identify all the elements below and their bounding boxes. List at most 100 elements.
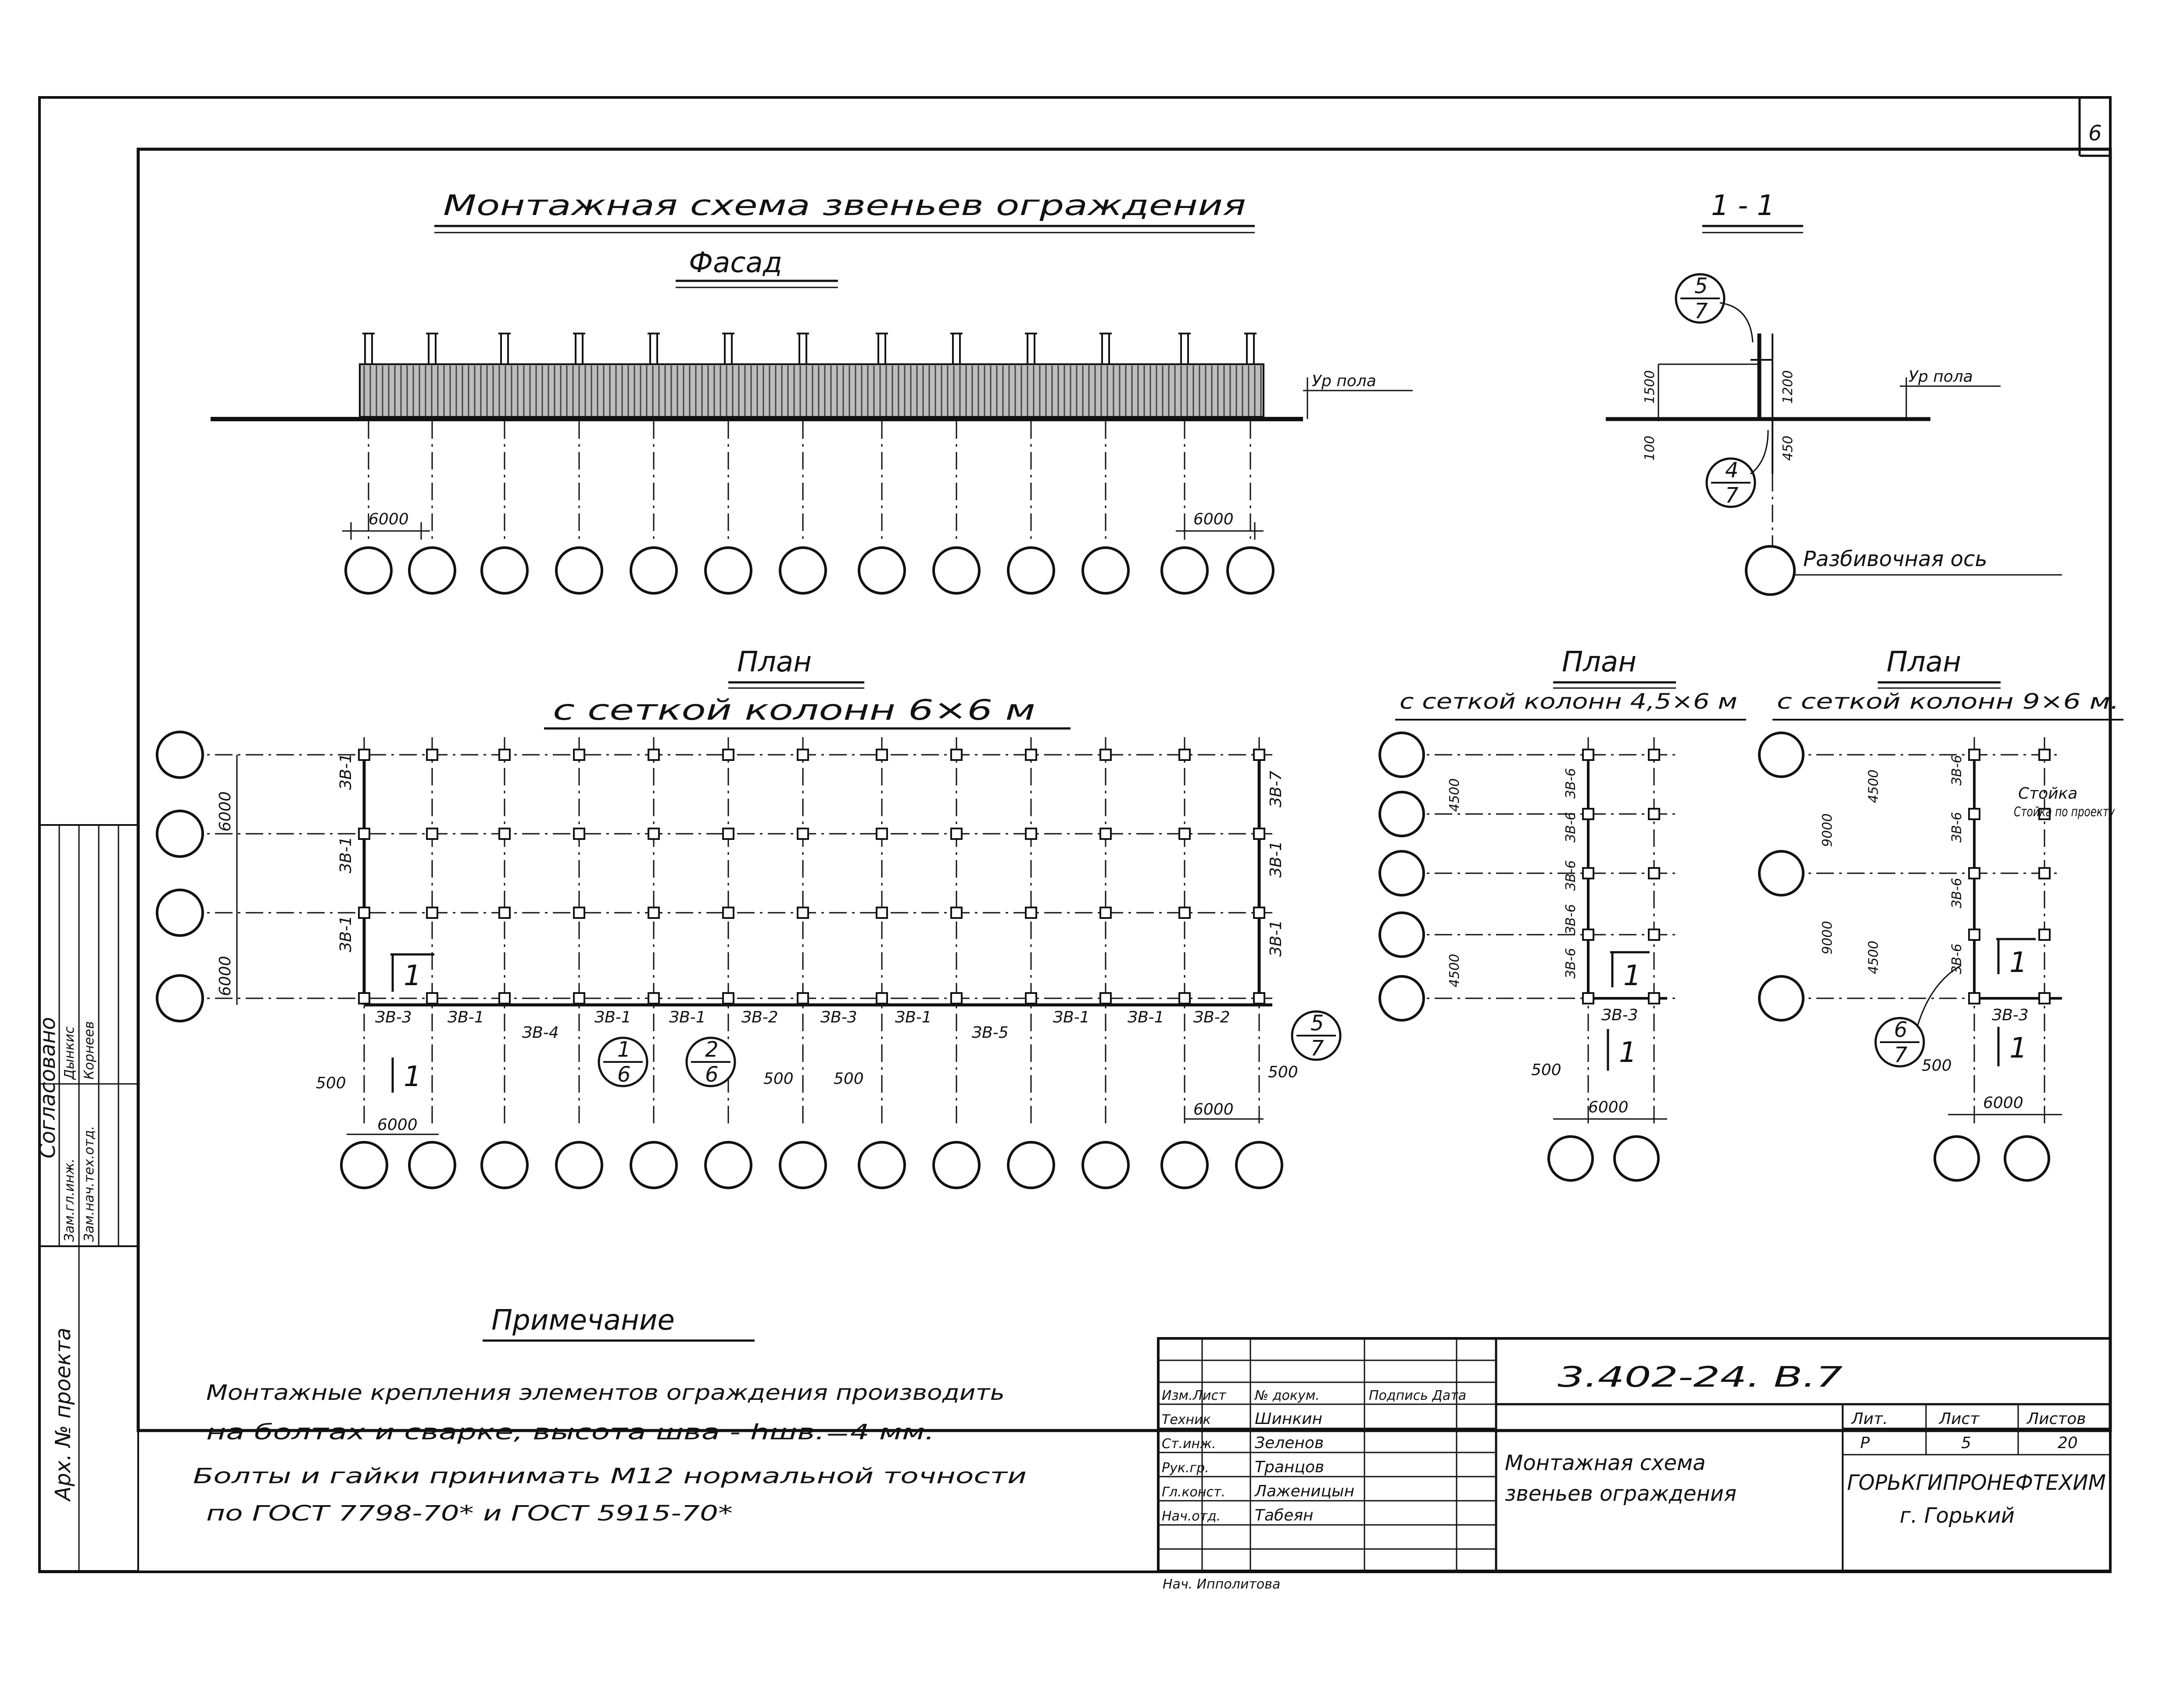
facade-post	[498, 333, 511, 364]
plan-b-title: План	[1562, 646, 1636, 678]
tb-org-1: ГОРЬКГИПРОНЕФТЕХИМ	[1847, 1470, 2106, 1495]
facade-post	[426, 333, 438, 364]
tb-staff-role: Гл.конст.	[1162, 1485, 1225, 1500]
tb-drawing-name-1: Монтажная схема	[1505, 1451, 1706, 1475]
facade-axis-circle	[480, 546, 529, 595]
plan-c-label: ЗВ-6	[1949, 878, 1965, 908]
column-mark	[1025, 907, 1037, 919]
column-mark	[498, 992, 511, 1004]
plan-c-col-circle	[2004, 1135, 2050, 1182]
plan-main-d6000a: 6000	[377, 1116, 418, 1134]
plan-main-right-label: ЗВ-1	[1267, 841, 1285, 878]
column-mark	[648, 907, 660, 919]
column-mark	[1099, 907, 1112, 919]
plan-c-callout-num: 6	[1894, 1018, 1908, 1042]
plan-b-bottom: ЗВ-3	[1601, 1006, 1638, 1024]
plan-main-dim-left-1: 6000	[216, 791, 234, 832]
plan-b-dim-1: 4500	[1447, 778, 1462, 812]
tb-stage: Р	[1860, 1434, 1870, 1452]
plan-c-title: План	[1887, 646, 1961, 678]
plan-main-bottom-label: ЗВ-1	[895, 1008, 932, 1026]
column-mark	[498, 828, 511, 840]
plan-main-bottom-label: ЗВ-4	[522, 1024, 559, 1042]
notes-block: Примечание Монтажные крепления элементов…	[193, 1304, 1027, 1526]
plan-b-mark-2: 1	[1619, 1036, 1637, 1069]
column-mark	[950, 749, 963, 761]
plan-main-col-circle	[1235, 1141, 1283, 1189]
column-mark	[1582, 929, 1594, 941]
column-mark	[573, 907, 585, 919]
plan-main-d500d: 500	[1268, 1063, 1298, 1081]
plan-c-row-circle	[1758, 732, 1804, 778]
column-mark	[1968, 808, 1980, 820]
column-mark	[1582, 867, 1594, 879]
column-mark	[722, 907, 734, 919]
plan-c-callout-den: 7	[1894, 1043, 1908, 1067]
column-mark	[426, 907, 438, 919]
column-mark	[648, 992, 660, 1004]
plan-main-col-circle	[408, 1141, 456, 1189]
plan-c-d500: 500	[1922, 1057, 1952, 1075]
tb-sheet-label: Лист	[1938, 1410, 1980, 1428]
section-dim-d: 100	[1642, 436, 1658, 461]
column-mark	[1253, 828, 1265, 840]
facade-axis-circle	[704, 546, 752, 595]
column-mark	[1253, 907, 1265, 919]
facade-axis-circle	[932, 546, 981, 595]
tb-staff-name: Табеян	[1255, 1506, 1314, 1524]
tb-staff-role: Рук.гр.	[1162, 1460, 1209, 1476]
plan-main-col-circle	[932, 1141, 981, 1189]
facade-post	[722, 333, 734, 364]
callout-den: 7	[1310, 1036, 1324, 1061]
plan-main-col-circle	[1081, 1141, 1130, 1189]
column-mark	[1025, 828, 1037, 840]
plan-b-label: ЗВ-6	[1563, 812, 1579, 843]
tb-staff-role: Техник	[1162, 1412, 1211, 1427]
column-mark	[1968, 929, 1980, 941]
column-mark	[2038, 749, 2051, 761]
plan-c-dim-3: 4500	[1866, 770, 1881, 803]
column-mark	[1968, 867, 1980, 879]
plan-main-dim-left-2: 6000	[216, 956, 234, 996]
facade-post	[1025, 333, 1037, 364]
plan-c-dim-2: 9000	[1820, 921, 1835, 954]
column-mark	[1968, 992, 1980, 1004]
column-mark	[876, 907, 888, 919]
facade-axis-circle	[1081, 546, 1130, 595]
plan-c-mark: 1	[2009, 947, 2027, 979]
corner-sheet-number: 6	[2088, 121, 2102, 146]
facade-post	[573, 333, 585, 364]
outer-frame	[38, 96, 2112, 1573]
column-mark	[1582, 749, 1594, 761]
plan-c-col-circle	[1933, 1135, 1980, 1182]
column-mark	[1025, 749, 1037, 761]
column-mark	[573, 992, 585, 1004]
plan-main-bottom-label: ЗВ-1	[594, 1008, 631, 1026]
column-mark	[722, 992, 734, 1004]
plan-b-subtitle: с сеткой колонн 4,5×6 м	[1400, 689, 1737, 714]
column-mark	[797, 907, 809, 919]
tb-drawing-name-2: звеньев ограждения	[1505, 1481, 1736, 1506]
plan-c-note-1: Стойка	[2018, 785, 2077, 803]
column-mark	[498, 749, 511, 761]
plan-b-d6000: 6000	[1588, 1098, 1629, 1116]
plan-c-dim-1: 9000	[1820, 814, 1835, 847]
section-dim-b: 1200	[1780, 370, 1796, 404]
plan-b-row-circle	[1378, 732, 1425, 778]
title-block: 3.402-24. В.7 Монтажная схема звеньев ог…	[1157, 1337, 2112, 1592]
facade-axis-circle	[555, 546, 603, 595]
stamp-header: Согласовано	[36, 1017, 60, 1158]
tb-org-2: г. Горький	[1900, 1503, 2015, 1528]
facade-post	[876, 333, 888, 364]
column-mark	[1178, 992, 1191, 1004]
plan-b-grid: ЗВ-6ЗВ-6ЗВ-6ЗВ-6ЗВ-6 4500 4500 ЗВ-3 1 1 …	[1378, 732, 1676, 1182]
tb-staff-name: Лаженицын	[1254, 1482, 1354, 1500]
stamp-role-1: Зам.гл.инж.	[62, 1158, 77, 1242]
column-mark	[1253, 992, 1265, 1004]
tb-staff-name: Зеленов	[1255, 1434, 1324, 1452]
plan-main-col-circle	[779, 1141, 827, 1189]
section-floor-label: Ур пола	[1908, 368, 1973, 386]
column-mark	[648, 828, 660, 840]
